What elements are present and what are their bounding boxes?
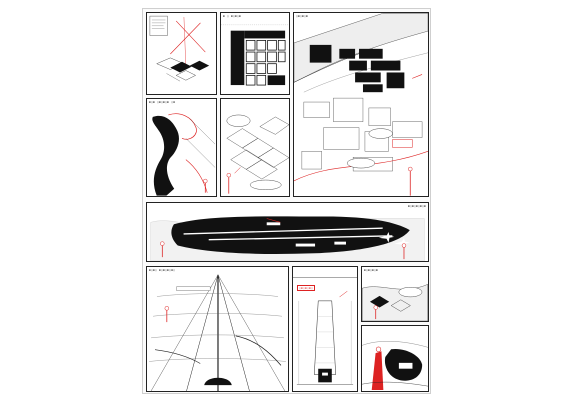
river-drawing [152,113,216,196]
panel-8-label: ▯▮▯▮▯▮▯ [297,285,316,291]
panel-2-label: ▮ ▯ ▮▯▮▯▮ [223,14,242,18]
panel-tower: ▯▮▯▮▯▮▯ [292,266,358,392]
figure-drawing [362,341,428,391]
isometric-blocks-drawing [149,15,210,82]
comic-sheet: ▮ ▯ ▮▯▮▯▮ ▯▮▯▮▯▮ [142,8,431,394]
perspective-plan-drawing [149,274,286,391]
panel-street-grid [220,98,290,197]
coastline-drawing [362,284,428,321]
panel-figure [361,325,429,392]
airport-drawing [150,216,425,261]
panel-coastline: ▮▯▮▯▮▯▮ [361,266,429,322]
panel-7-label: ▮▯▮▯ ▮▯▮▯▮▯▮▯ [149,268,176,272]
panel-airport: ▮▯▮▯▮▯▮▯▮ [146,202,429,262]
panel-aerial-warehouses: ▯▮▯▮▯▮ [293,12,429,197]
panel-perspective-plan: ▮▯▮▯ ▮▯▮▯▮▯▮▯ [146,266,289,392]
panel-3-label: ▯▮▯▮▯▮ [296,14,309,18]
panel-river: ▮▯▮ ▯▮▯▮▯▮ ▯▮ [146,98,217,197]
panel-grid-map: ▮ ▯ ▮▯▮▯▮ [220,12,290,95]
grid-map-drawing [221,24,289,86]
tower-drawing [293,277,357,385]
panel-6-label: ▮▯▮▯▮▯▮▯▮ [407,204,426,208]
panel-4-label: ▮▯▮ ▯▮▯▮▯▮ ▯▮ [149,100,176,104]
panel-9-label: ▮▯▮▯▮▯▮ [364,268,379,272]
street-grid-drawing [226,114,289,194]
aerial-warehouses-drawing [294,13,428,196]
panel-isometric-blocks [146,12,217,95]
